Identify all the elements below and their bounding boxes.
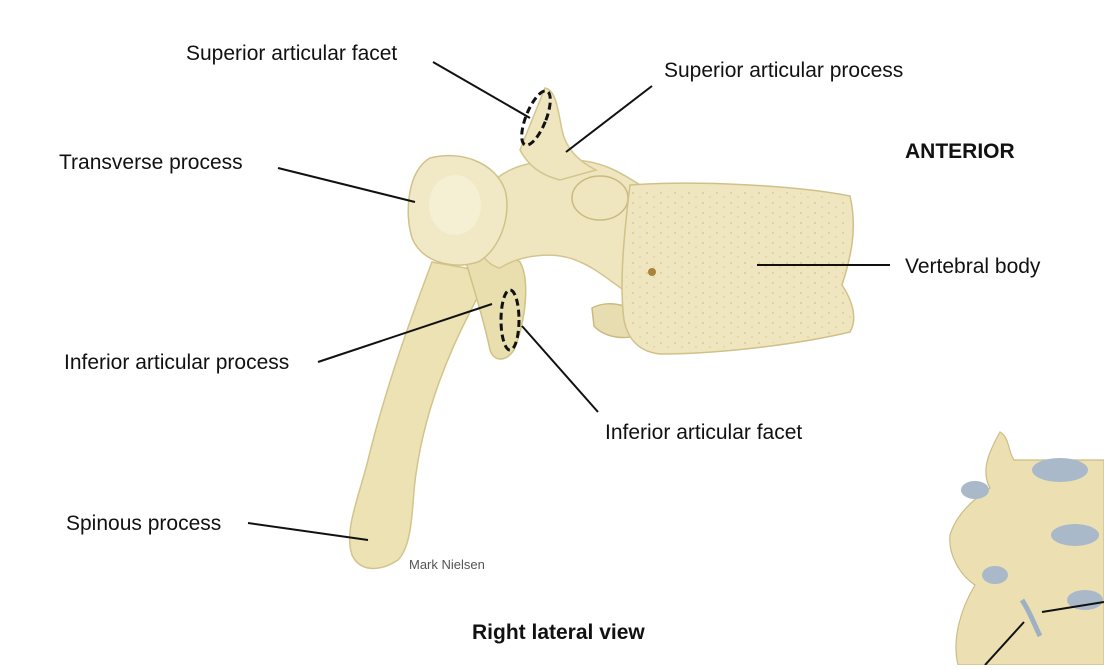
nutrient-foramen bbox=[648, 268, 656, 276]
label-superior-articular-facet: Superior articular facet bbox=[186, 42, 398, 65]
costal-facet-superior bbox=[571, 175, 629, 221]
image-credit: Mark Nielsen bbox=[409, 557, 485, 572]
superior-articular-process-shape bbox=[519, 87, 599, 181]
leader-spinous-process bbox=[247, 522, 369, 541]
leader-inferior-articular-facet bbox=[521, 325, 599, 413]
inset-cartilage-5 bbox=[1067, 590, 1103, 610]
view-caption: Right lateral view bbox=[472, 621, 645, 644]
leader-transverse-process bbox=[277, 167, 416, 203]
label-spinous-process: Spinous process bbox=[66, 512, 222, 535]
inferior-articular-facet-outline bbox=[499, 288, 521, 352]
leader-superior-articular-facet bbox=[432, 61, 531, 119]
inset-joint-line bbox=[1019, 598, 1043, 638]
label-superior-articular-process: Superior articular process bbox=[664, 59, 904, 82]
label-vertebral-body: Vertebral body bbox=[905, 255, 1041, 278]
label-transverse-process: Transverse process bbox=[59, 151, 243, 174]
transverse-process-tip bbox=[429, 175, 481, 235]
inset-cartilage-1 bbox=[1032, 458, 1088, 482]
label-inferior-articular-facet: Inferior articular facet bbox=[605, 421, 803, 444]
label-inferior-articular-process: Inferior articular process bbox=[64, 351, 290, 374]
inset-leader-1 bbox=[1041, 601, 1104, 613]
vertebral-body-texture bbox=[625, 188, 851, 350]
inset-cartilage-2 bbox=[961, 481, 989, 499]
spinous-process-shape bbox=[348, 261, 489, 570]
leader-inferior-articular-process bbox=[317, 303, 493, 363]
leader-superior-articular-process bbox=[565, 85, 653, 153]
inset-leader-2 bbox=[984, 621, 1025, 666]
orientation-label: ANTERIOR bbox=[905, 140, 1015, 163]
spine-column-inset bbox=[949, 431, 1104, 666]
inset-cartilage-4 bbox=[982, 566, 1008, 584]
inset-cartilage-3 bbox=[1051, 524, 1099, 546]
